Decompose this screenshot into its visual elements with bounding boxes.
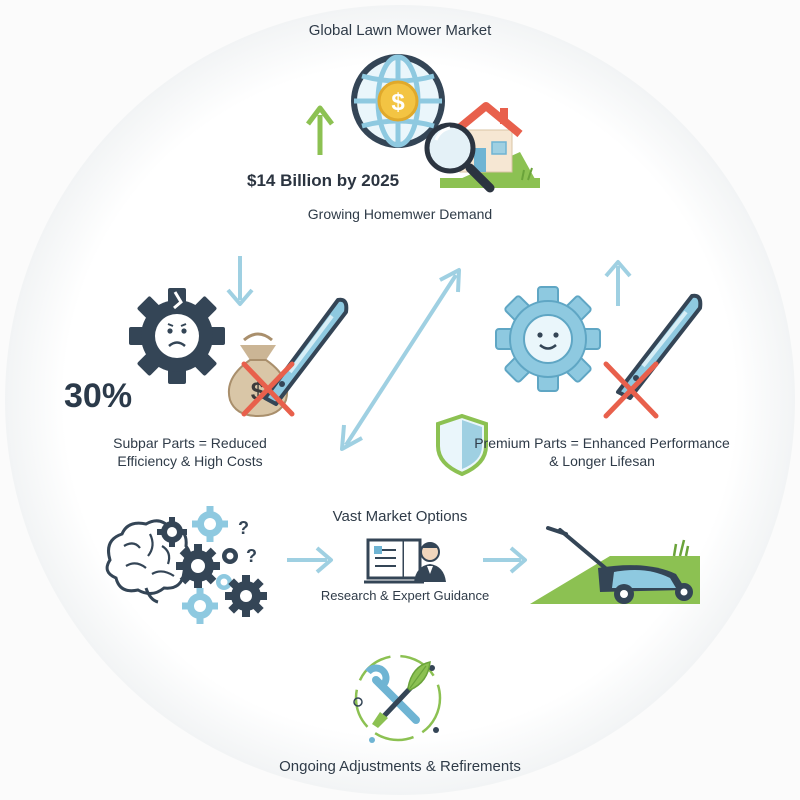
demand-label: Growing Homemwer Demand bbox=[307, 206, 493, 222]
premium-label-line1: Premium Parts = Enhanced Performance bbox=[474, 435, 730, 451]
options-title: Vast Market Options bbox=[332, 508, 468, 525]
subpar-percent: 30% bbox=[64, 377, 133, 415]
svg-text:$: $ bbox=[391, 89, 405, 116]
subpar-label-line2: Efficiency & High Costs bbox=[117, 453, 263, 469]
premium-label-line2: & Longer Lifesan bbox=[549, 453, 655, 469]
subpar-label-line1: Subpar Parts = Reduced bbox=[113, 435, 267, 451]
svg-text:?: ? bbox=[246, 546, 257, 566]
market-value-label: $14 Billion by 2025 bbox=[247, 171, 400, 190]
diagram-title: Global Lawn Mower Market bbox=[308, 22, 492, 39]
research-label: Research & Expert Guidance bbox=[320, 588, 490, 603]
svg-text:?: ? bbox=[238, 518, 249, 538]
maintenance-label: Ongoing Adjustments & Refirements bbox=[279, 758, 521, 775]
